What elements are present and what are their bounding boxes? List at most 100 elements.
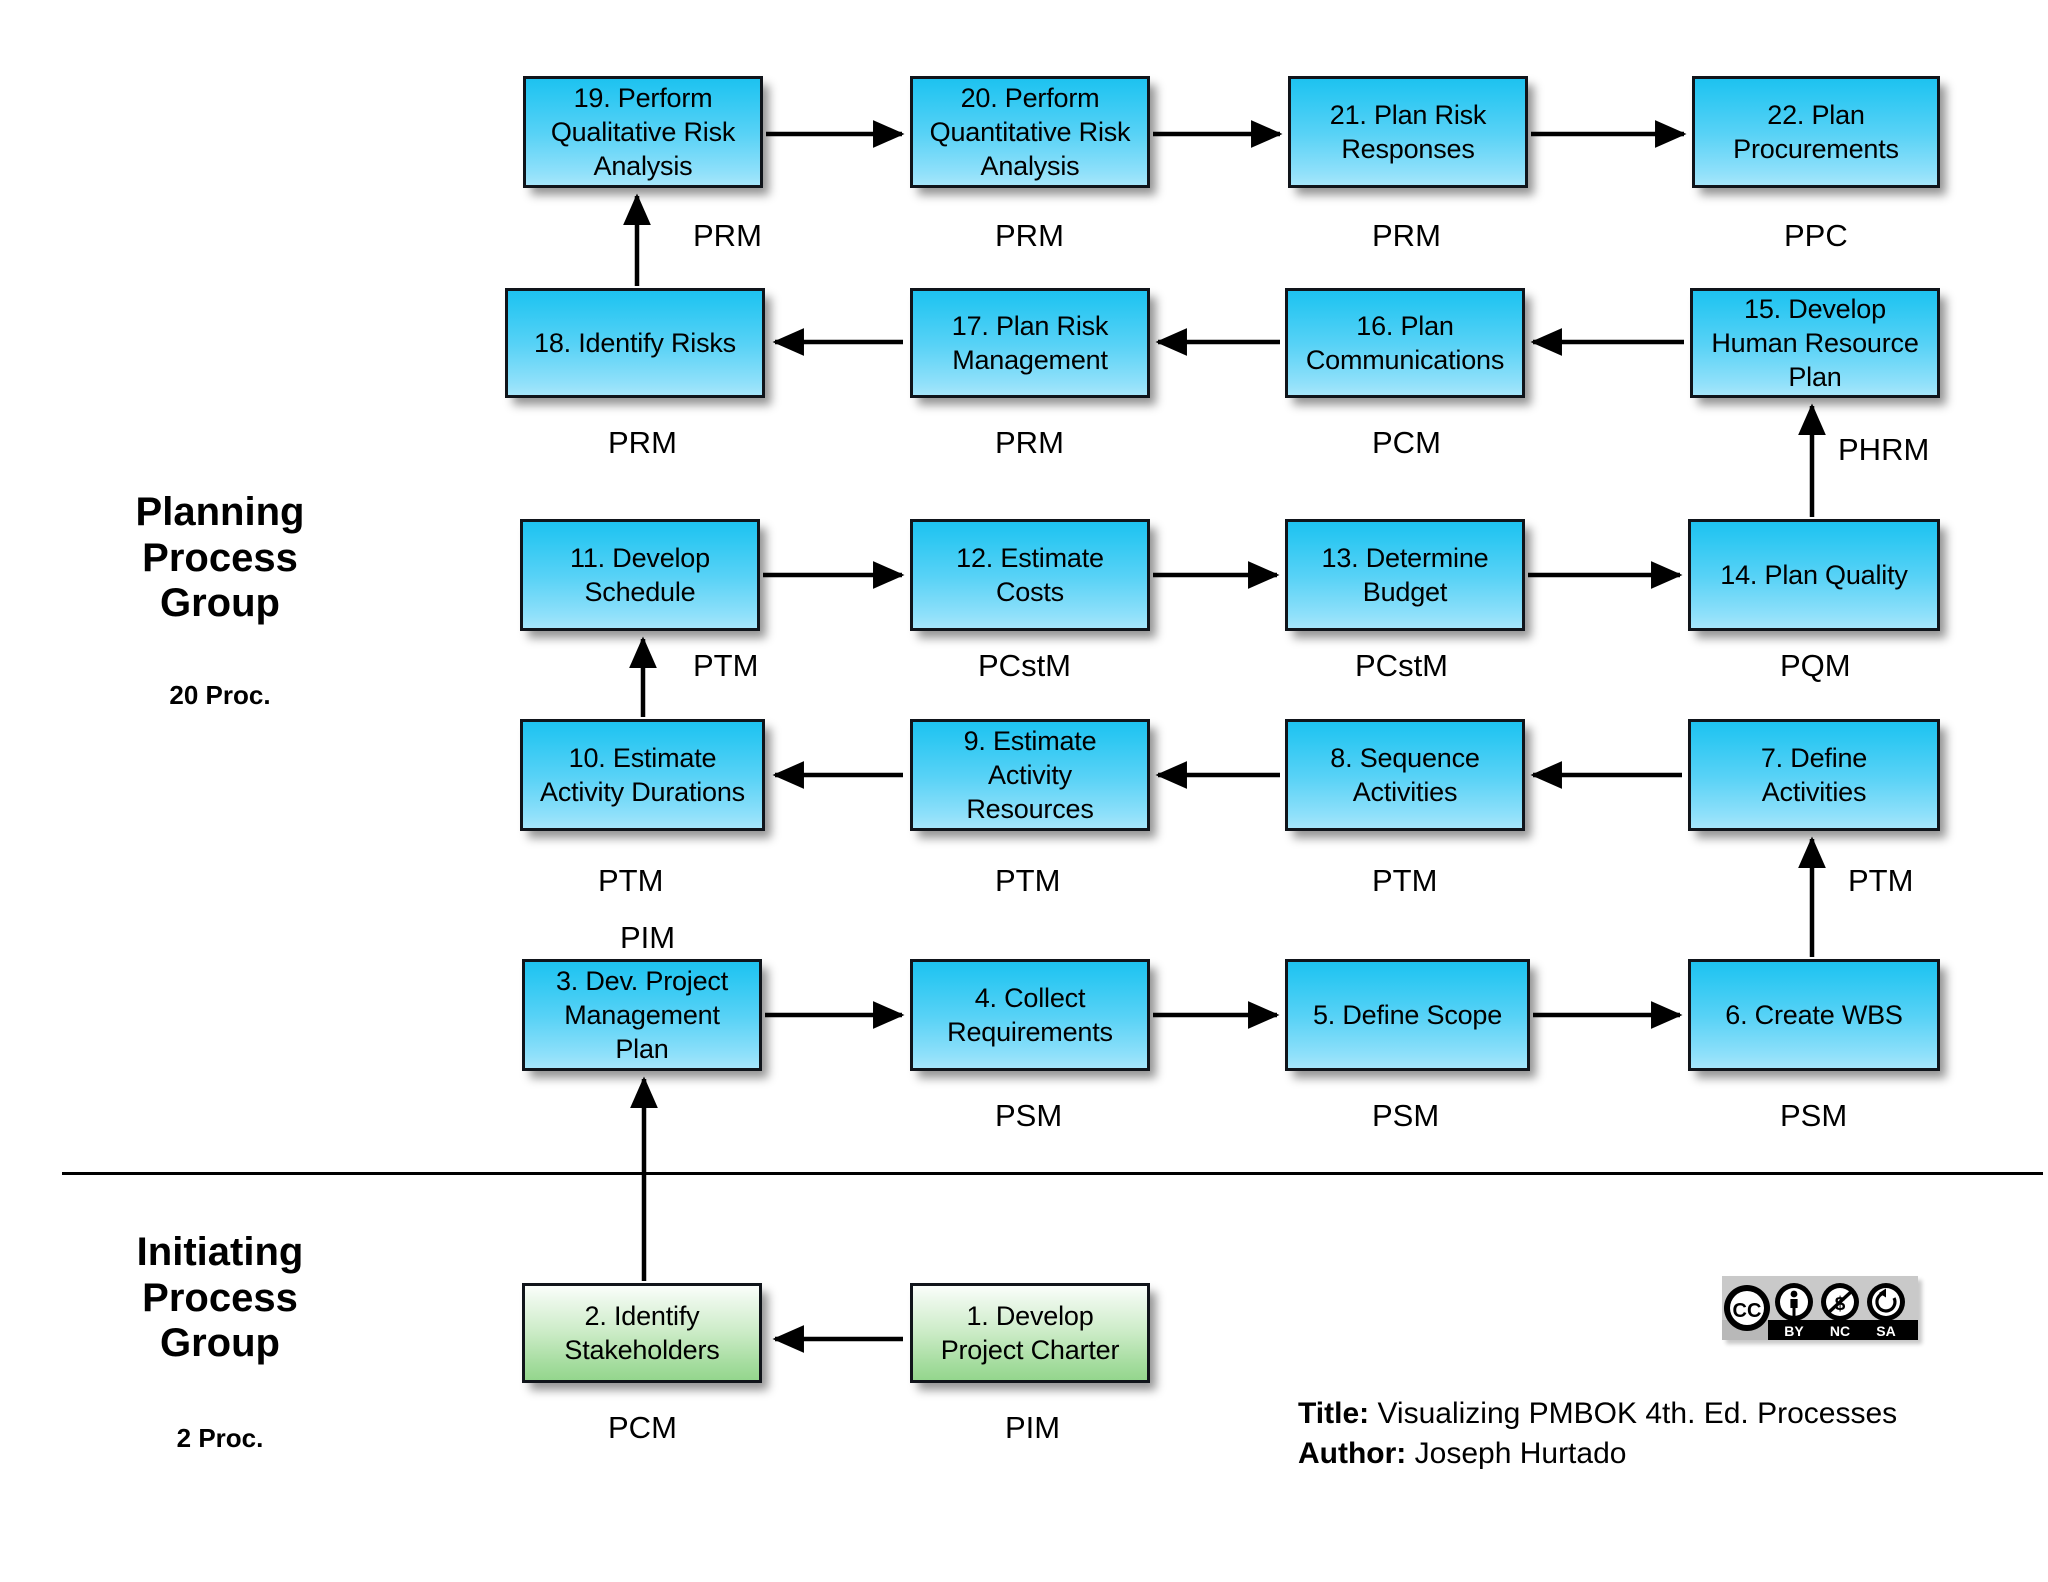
knowledge-area-label-4: PSM xyxy=(995,1098,1063,1133)
node-line: Activity Durations xyxy=(540,777,745,807)
node-line: 19. Perform xyxy=(573,82,713,113)
node-line: Resources xyxy=(966,794,1094,825)
group-title-line: Process xyxy=(142,1275,298,1320)
node-line: Activity xyxy=(988,760,1072,790)
node-line: Human Resource xyxy=(1711,328,1919,358)
knowledge-area-label-9: PTM xyxy=(995,863,1061,898)
process-node-7[interactable]: 7. Define Activities xyxy=(1688,719,1940,831)
process-node-19[interactable]: 19. Perform Qualitative Risk Analysis xyxy=(523,76,763,188)
group-title-line: Group xyxy=(160,581,280,626)
svg-text:CC: CC xyxy=(1733,1300,1762,1322)
node-line: 10. Estimate xyxy=(568,742,717,773)
process-node-10[interactable]: 10. Estimate Activity Durations xyxy=(520,719,765,831)
process-node-9[interactable]: 9. Estimate Activity Resources xyxy=(910,719,1150,831)
node-line: Project Charter xyxy=(940,1335,1120,1365)
node-line: 12. Estimate xyxy=(956,542,1104,573)
group-divider-line xyxy=(62,1172,2043,1175)
node-line: 20. Perform xyxy=(960,82,1100,113)
svg-text:NC: NC xyxy=(1830,1323,1850,1339)
node-line: Costs xyxy=(995,577,1064,607)
credit-title-row: Title: Visualizing PMBOK 4th. Ed. Proces… xyxy=(1298,1394,1897,1434)
node-line: Procurements xyxy=(1733,134,1899,164)
knowledge-area-label-21: PRM xyxy=(1372,218,1441,253)
node-line: 11. Develop xyxy=(570,542,710,573)
process-node-8[interactable]: 8. Sequence Activities xyxy=(1285,719,1525,831)
credit-title-label: Title: xyxy=(1298,1397,1370,1430)
process-node-6[interactable]: 6. Create WBS xyxy=(1688,959,1940,1071)
node-line: 6. Create WBS xyxy=(1725,999,1903,1030)
node-line: Analysis xyxy=(593,151,693,182)
credit-author-value: Joseph Hurtado xyxy=(1414,1437,1627,1471)
node-line: 1. Develop xyxy=(966,1300,1094,1331)
group-count-initiating: 2 Proc. xyxy=(176,1423,264,1453)
knowledge-area-label-20: PRM xyxy=(995,218,1064,253)
node-line: 13. Determine xyxy=(1321,542,1489,573)
node-line: 9. Estimate xyxy=(963,725,1097,756)
process-node-21[interactable]: 21. Plan Risk Responses xyxy=(1288,76,1528,188)
group-title-initiating: Initiating Process Group xyxy=(80,1230,360,1367)
process-node-15[interactable]: 15. Develop Human Resource Plan xyxy=(1690,288,1940,398)
process-node-12[interactable]: 12. Estimate Costs xyxy=(910,519,1150,631)
process-node-18[interactable]: 18. Identify Risks xyxy=(505,288,765,398)
node-line: Plan xyxy=(615,1034,669,1065)
node-line: Quantitative Risk xyxy=(929,117,1131,147)
process-node-4[interactable]: 4. Collect Requirements xyxy=(910,959,1150,1071)
svg-text:BY: BY xyxy=(1784,1323,1804,1339)
group-title-line: Planning xyxy=(135,490,305,534)
process-node-14[interactable]: 14. Plan Quality xyxy=(1688,519,1940,631)
group-title-planning: Planning Process Group xyxy=(80,490,360,627)
node-line: Qualitative Risk xyxy=(550,117,736,147)
knowledge-area-label-11: PTM xyxy=(693,648,759,683)
group-title-line: Process xyxy=(142,535,298,580)
node-line: Activities xyxy=(1352,777,1458,807)
node-line: 16. Plan xyxy=(1356,310,1454,341)
process-node-16[interactable]: 16. Plan Communications xyxy=(1285,288,1525,398)
knowledge-area-label-22: PPC xyxy=(1784,218,1848,253)
process-node-13[interactable]: 13. Determine Budget xyxy=(1285,519,1525,631)
knowledge-area-label-17: PRM xyxy=(995,425,1064,460)
knowledge-area-label-8: PTM xyxy=(1372,863,1438,898)
node-line: Stakeholders xyxy=(564,1335,720,1365)
node-line: Management xyxy=(952,345,1108,375)
node-line: Requirements xyxy=(947,1017,1113,1047)
process-node-1[interactable]: 1. Develop Project Charter xyxy=(910,1283,1150,1383)
svg-text:SA: SA xyxy=(1876,1323,1895,1339)
process-node-17[interactable]: 17. Plan Risk Management xyxy=(910,288,1150,398)
node-line: Schedule xyxy=(584,577,696,607)
node-line: 7. Define xyxy=(1760,742,1868,773)
process-node-22[interactable]: 22. Plan Procurements xyxy=(1692,76,1940,188)
node-line: Analysis xyxy=(980,151,1080,182)
group-count-planning: 20 Proc. xyxy=(169,680,271,710)
credit-author-label: Author: xyxy=(1298,1437,1407,1471)
node-line: 22. Plan xyxy=(1767,99,1865,130)
node-line: 4. Collect xyxy=(974,982,1086,1013)
knowledge-area-label-5: PSM xyxy=(1372,1098,1440,1133)
node-line: Plan xyxy=(1788,362,1842,393)
group-title-line: Group xyxy=(160,1321,280,1366)
process-node-20[interactable]: 20. Perform Quantitative Risk Analysis xyxy=(910,76,1150,188)
process-node-3[interactable]: 3. Dev. Project Management Plan xyxy=(522,959,762,1071)
process-node-11[interactable]: 11. Develop Schedule xyxy=(520,519,760,631)
knowledge-area-label-15: PHRM xyxy=(1838,432,1930,467)
knowledge-area-label-14: PQM xyxy=(1780,648,1851,683)
credit-title-value: Visualizing PMBOK 4th. Ed. Processes xyxy=(1377,1397,1898,1430)
creative-commons-license-badge[interactable]: CC BY $ NC SA xyxy=(1722,1276,1918,1340)
node-line: 2. Identify xyxy=(584,1300,700,1331)
knowledge-area-label-16: PCM xyxy=(1372,425,1441,460)
process-node-5[interactable]: 5. Define Scope xyxy=(1285,959,1530,1071)
diagram-credits: Title: Visualizing PMBOK 4th. Ed. Proces… xyxy=(1298,1394,1897,1474)
node-line: Budget xyxy=(1362,577,1448,607)
knowledge-area-label-13: PCstM xyxy=(1355,648,1448,683)
node-line: 5. Define Scope xyxy=(1312,999,1503,1030)
node-line: 17. Plan Risk xyxy=(951,310,1109,341)
knowledge-area-label-19: PRM xyxy=(693,218,762,253)
process-node-2[interactable]: 2. Identify Stakeholders xyxy=(522,1283,762,1383)
credit-author-row: Author: Joseph Hurtado xyxy=(1298,1434,1897,1474)
node-line: 15. Develop xyxy=(1744,293,1886,324)
knowledge-area-label-6: PSM xyxy=(1780,1098,1848,1133)
node-line: 18. Identify Risks xyxy=(534,327,736,358)
node-line: Responses xyxy=(1341,134,1475,164)
knowledge-area-label-12: PCstM xyxy=(978,648,1071,683)
knowledge-area-label-3: PIM xyxy=(620,920,676,955)
